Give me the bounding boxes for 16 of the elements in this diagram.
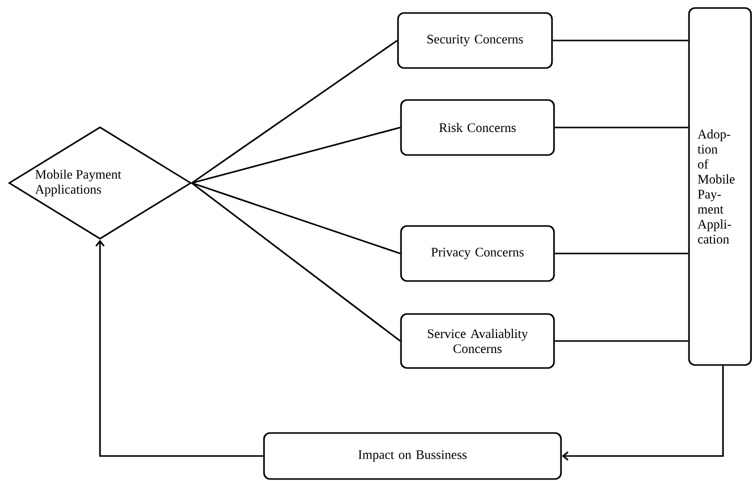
connector-line [191, 40, 398, 184]
connector-line [552, 40, 688, 42]
connector-line [95, 240, 264, 457]
connector-line [191, 182, 401, 342]
connector-line [554, 340, 688, 342]
process-box: Impact on Bussiness [263, 432, 562, 480]
process-box: Adop- tion of Mobile Pay- ment Appli- cation [688, 7, 752, 366]
process-box: Service Avaliablity Concerns [400, 313, 555, 369]
process-box: Privacy Concerns [400, 225, 555, 282]
connector-line [562, 366, 724, 461]
process-box: Security Concerns [397, 12, 553, 69]
connector-line [192, 182, 400, 254]
process-box: Risk Concerns [400, 99, 555, 156]
connector-line [554, 252, 688, 254]
connector-line [192, 126, 400, 184]
connector-line [554, 126, 688, 128]
